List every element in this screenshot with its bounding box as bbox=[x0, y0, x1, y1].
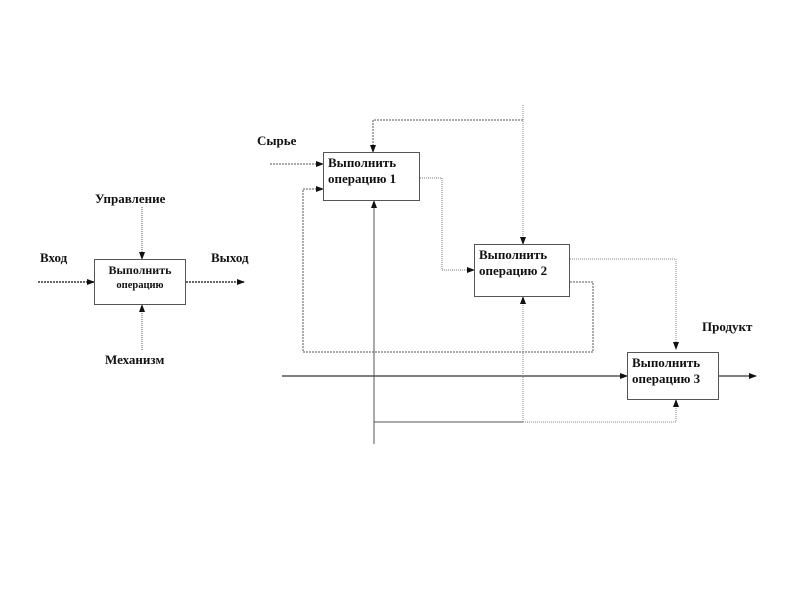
op2-to-op3 bbox=[570, 258, 679, 350]
simple-operation-block: Выполнить операцию bbox=[94, 259, 186, 305]
block-line1: Выполнить bbox=[108, 263, 172, 277]
op1-to-op2 bbox=[420, 177, 475, 273]
process-diagram-arrows bbox=[270, 105, 757, 444]
raw-material-label: Сырье bbox=[257, 133, 297, 148]
product-label: Продукт bbox=[702, 319, 753, 334]
op2-line1: Выполнить bbox=[479, 247, 548, 262]
operation-block-1: Выполнить операцию 1 bbox=[323, 152, 420, 201]
op3-line2: операцию 3 bbox=[632, 371, 701, 386]
op2-line2: операцию 2 bbox=[479, 263, 548, 278]
operation-block-2: Выполнить операцию 2 bbox=[474, 244, 570, 297]
mechanism-label: Механизм bbox=[105, 352, 165, 367]
block-line2: операцию bbox=[116, 280, 164, 291]
mechanism-to-op3 bbox=[523, 399, 679, 423]
control-label: Управление bbox=[95, 191, 166, 206]
input-label: Вход bbox=[40, 250, 68, 265]
op1-line1: Выполнить bbox=[328, 155, 397, 170]
op2-feedback-loop bbox=[302, 186, 594, 353]
control-to-op1 bbox=[370, 119, 523, 153]
output-label: Выход bbox=[211, 250, 249, 265]
operation-block-3: Выполнить операцию 3 bbox=[627, 352, 719, 400]
simple-diagram-arrows bbox=[38, 207, 245, 350]
op1-line2: операцию 1 bbox=[328, 171, 397, 186]
op3-line1: Выполнить bbox=[632, 355, 701, 370]
